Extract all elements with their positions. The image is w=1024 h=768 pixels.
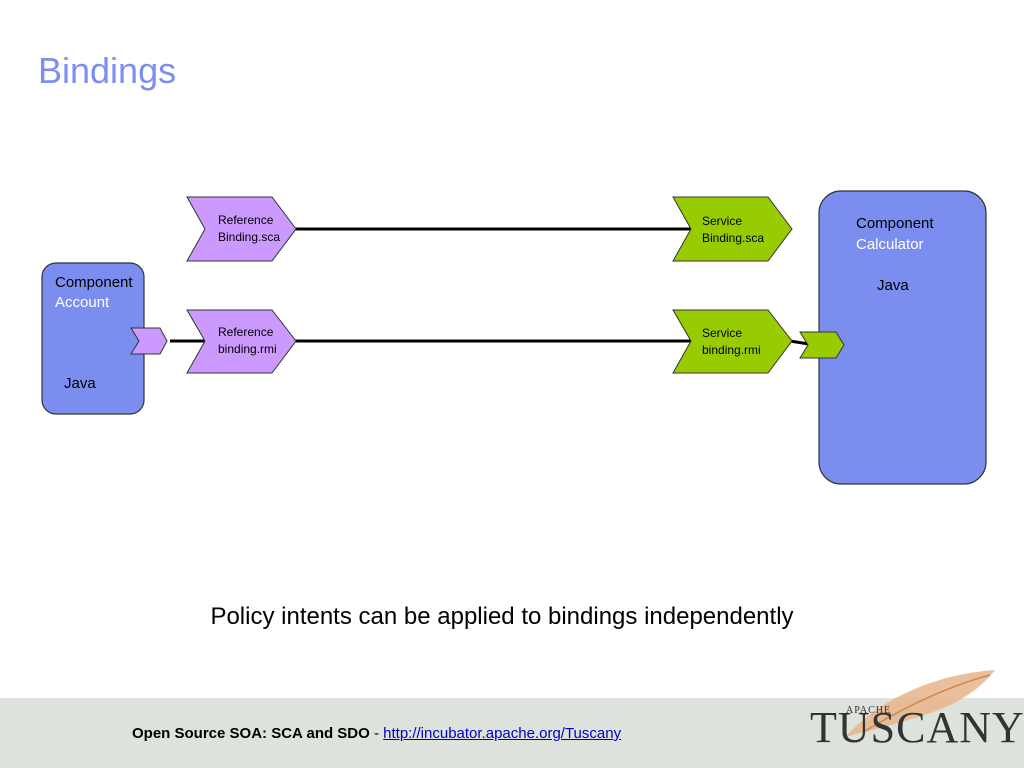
binding-diagram xyxy=(41,190,987,485)
reference-sca-label-line1: Reference xyxy=(218,213,274,227)
reference-binding-sca-chevron[interactable] xyxy=(186,196,297,262)
logo-tuscany-text: TUSCANY xyxy=(810,703,1024,752)
reference-sca-label-line2: Binding.sca xyxy=(218,230,281,244)
reference-rmi-label-line2: binding.rmi xyxy=(218,342,277,356)
service-rmi-label-line1: Service xyxy=(702,326,743,340)
account-name: Account xyxy=(55,294,110,311)
service-binding-rmi-chevron[interactable] xyxy=(672,309,793,374)
service-rmi-label-line2: binding.rmi xyxy=(702,343,761,357)
service-binding-sca-chevron[interactable] xyxy=(672,196,793,262)
tuscany-feather-logo xyxy=(845,670,995,737)
reference-binding-rmi-chevron[interactable] xyxy=(186,309,297,374)
logo-apache-text: APACHE xyxy=(846,705,892,716)
account-heading: Component xyxy=(55,274,133,291)
slide-caption: Policy intents can be applied to binding… xyxy=(210,603,794,630)
service-sca-label-line2: Binding.sca xyxy=(702,231,765,245)
calculator-language: Java xyxy=(877,277,909,294)
slide-title: Bindings xyxy=(38,50,177,91)
calculator-name: Calculator xyxy=(856,236,924,253)
footer-text: Open Source SOA: SCA and SDO - http://in… xyxy=(132,725,621,742)
account-reference-port[interactable] xyxy=(130,327,168,355)
service-sca-label-line1: Service xyxy=(702,214,743,228)
calculator-heading: Component xyxy=(856,215,934,232)
footer-link[interactable]: http://incubator.apache.org/Tuscany xyxy=(383,725,622,742)
reference-rmi-label-line1: Reference xyxy=(218,325,274,339)
footer-title: Open Source SOA: SCA and SDO xyxy=(132,725,370,742)
calculator-service-port[interactable] xyxy=(799,331,845,359)
account-language: Java xyxy=(64,375,96,392)
footer-separator: - xyxy=(369,725,384,742)
